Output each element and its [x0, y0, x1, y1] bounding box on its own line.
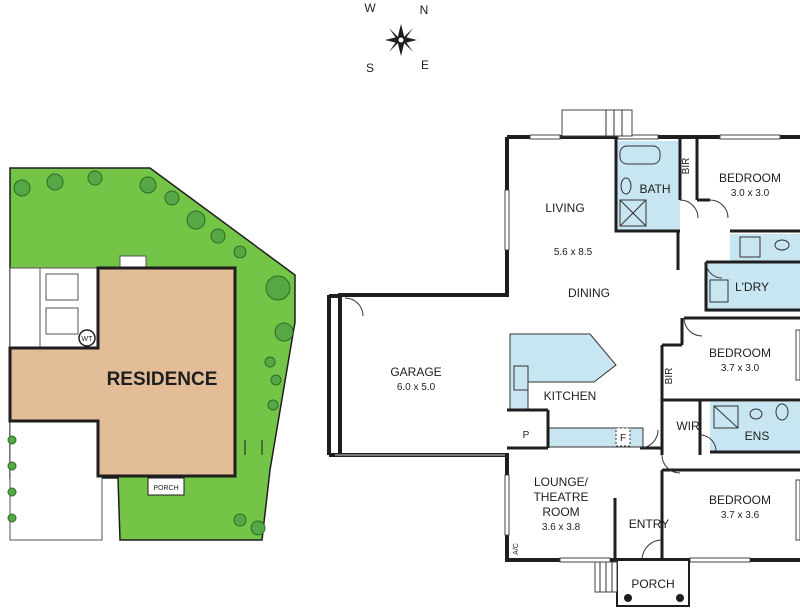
- bedroom2-label: BEDROOM: [709, 346, 771, 360]
- lounge-size: 3.6 x 3.8: [542, 522, 581, 533]
- bedroom1-label: BEDROOM: [719, 171, 781, 185]
- bir2-label: BIR: [664, 368, 675, 385]
- entry-label: ENTRY: [629, 517, 669, 531]
- bedroom1-size: 3.0 x 3.0: [731, 188, 770, 199]
- compass-rose: W N S E: [364, 1, 429, 75]
- compass-w: W: [364, 1, 376, 15]
- ac-label: A/C: [513, 543, 520, 555]
- garden-trees: [7, 170, 294, 536]
- living-dining-size: 5.6 x 8.5: [554, 247, 593, 258]
- bedroom2-size: 3.7 x 3.0: [721, 363, 760, 374]
- wir-label: WIR: [676, 419, 700, 433]
- lounge-label-line2: THEATRE: [533, 490, 588, 504]
- compass-n: N: [420, 3, 429, 17]
- pantry-label: P: [523, 430, 530, 441]
- site-plan: RESIDENCE WT PORCH: [7, 167, 296, 541]
- residence-label: RESIDENCE: [107, 369, 218, 390]
- bath-label: BATH: [639, 182, 670, 196]
- ensuite-label: ENS: [745, 429, 770, 443]
- bedroom3-label: BEDROOM: [709, 493, 771, 507]
- residence-footprint: [8, 266, 237, 478]
- water-tank-label: WT: [82, 336, 94, 343]
- living-label: LIVING: [545, 201, 584, 215]
- site-porch-label: PORCH: [153, 485, 178, 492]
- lounge-label-line3: ROOM: [542, 505, 579, 519]
- house-floor-plan: LIVING 5.6 x 8.5 DINING BATH BIR BEDROOM…: [327, 109, 800, 607]
- laundry-label: L'DRY: [735, 280, 769, 294]
- fridge-label: F: [620, 433, 626, 444]
- garage-label: GARAGE: [390, 365, 441, 379]
- garage-size: 6.0 x 5.0: [397, 382, 436, 393]
- porch-label: PORCH: [631, 577, 674, 591]
- dining-label: DINING: [568, 286, 610, 300]
- bir1-label: BIR: [681, 158, 692, 175]
- bedroom3-size: 3.7 x 3.6: [721, 510, 760, 521]
- kitchen-label: KITCHEN: [544, 389, 597, 403]
- lounge-label-line1: LOUNGE/: [534, 475, 589, 489]
- compass-s: S: [366, 61, 374, 75]
- compass-e: E: [421, 58, 429, 72]
